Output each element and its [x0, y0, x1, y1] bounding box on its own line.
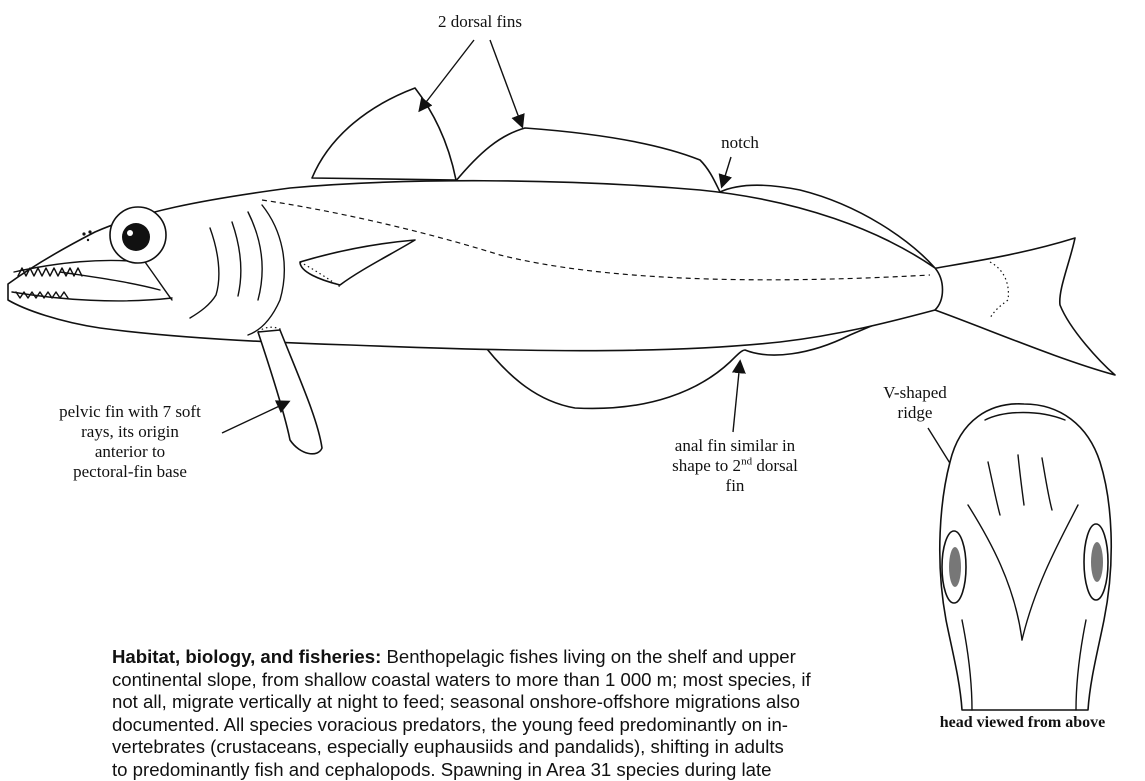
label-v-shaped-ridge: V-shaped ridge	[860, 383, 970, 423]
first-dorsal-fin	[312, 88, 456, 180]
head-caption: head viewed from above	[900, 714, 1145, 732]
pupil	[122, 223, 150, 251]
dorsal-arrow-2	[490, 40, 522, 126]
habitat-paragraph: Habitat, biology, and fisheries: Benthop…	[112, 646, 882, 781]
paragraph-heading: Habitat, biology, and fisheries:	[112, 646, 381, 667]
label-notch: notch	[690, 133, 790, 153]
caudal-fin	[925, 238, 1115, 375]
fish-illustration	[0, 0, 1145, 739]
figure-stage: 2 dorsal fins notch pelvic fin with 7 so…	[0, 0, 1145, 739]
dorsal-arrow-1	[420, 40, 474, 110]
label-pelvic-fin: pelvic fin with 7 soft rays, its origin …	[10, 402, 250, 482]
pelvic-fin	[258, 330, 322, 454]
anal-arrow	[733, 362, 740, 432]
notch-arrow	[722, 157, 731, 186]
head-from-above	[940, 404, 1111, 710]
label-anal-fin: anal fin similar in shape to 2nd dorsal …	[645, 436, 825, 496]
label-dorsal-fins: 2 dorsal fins	[400, 12, 560, 32]
